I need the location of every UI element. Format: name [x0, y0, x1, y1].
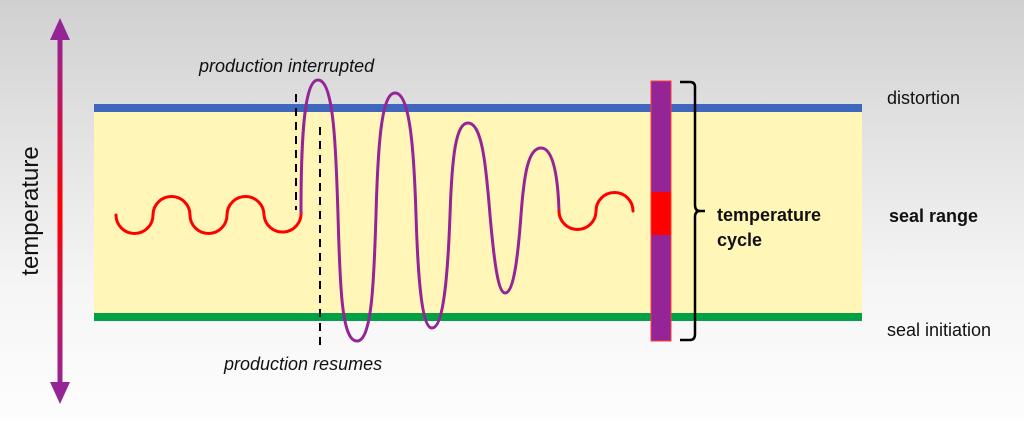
seal-range-label: seal range — [889, 206, 978, 226]
unstable-temperature-trace — [299, 78, 561, 343]
production-interrupted-label: production interrupted — [198, 56, 375, 76]
temperature-axis-arrow-icon — [50, 18, 70, 404]
temperature-axis-label: temperature — [17, 146, 44, 275]
stable-temperature-trace-after — [557, 191, 635, 231]
seal-initiation-limit-line — [94, 313, 862, 321]
stable-temperature-trace-before — [114, 195, 303, 235]
seal-range-band — [94, 111, 862, 314]
temperature-cycle-label-line2: cycle — [717, 230, 762, 250]
temperature-cycle-label-line1: temperature — [717, 205, 821, 225]
seal-initiation-label: seal initiation — [887, 320, 991, 340]
production-resumes-label: production resumes — [223, 354, 382, 374]
distortion-limit-line — [94, 104, 862, 112]
distortion-label: distortion — [887, 88, 960, 108]
seal-range-segment — [651, 192, 671, 235]
temperature-cycle-bracket — [680, 80, 705, 342]
